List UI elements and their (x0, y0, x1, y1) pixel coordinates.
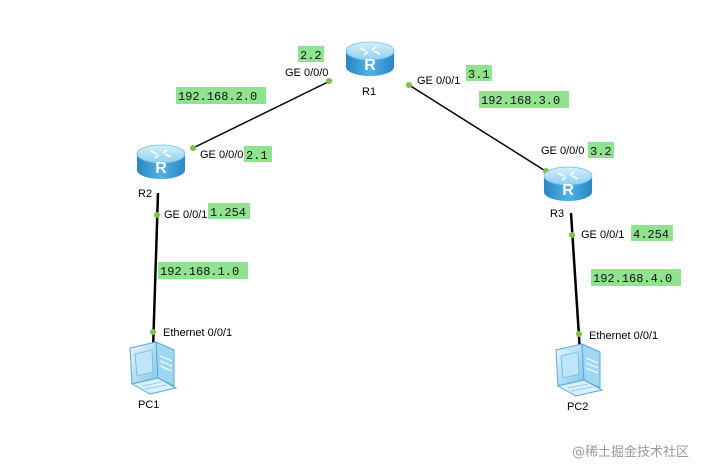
interface-label-r2-ge001: GE 0/0/1 (164, 209, 207, 221)
port-dots (150, 78, 582, 337)
port-dot-pc1-eth[interactable] (150, 329, 156, 335)
pc-pc1[interactable] (129, 341, 178, 395)
pc-icon (129, 341, 178, 395)
device-label-r1: R1 (362, 86, 376, 98)
interface-label-r1-ge001: GE 0/0/1 (417, 75, 460, 87)
address-label-r1-left: 2.2 (298, 46, 324, 63)
interface-label-pc1-eth: Ethernet 0/0/1 (163, 327, 232, 339)
svg-text:192.168.1.0: 192.168.1.0 (160, 265, 239, 279)
interface-label-pc2-eth: Ethernet 0/0/1 (589, 330, 658, 342)
svg-text:192.168.4.0: 192.168.4.0 (593, 272, 672, 286)
device-label-pc1: PC1 (138, 399, 159, 411)
interface-label-r3-ge000: GE 0/0/0 (541, 145, 584, 157)
interface-label-r1-ge000: GE 0/0/0 (285, 67, 328, 79)
device-label-pc2: PC2 (567, 401, 588, 413)
router-icon: R (543, 166, 593, 201)
port-dot-r1-ge000[interactable] (326, 78, 332, 84)
svg-text:3.2: 3.2 (590, 145, 612, 159)
router-glyph: R (155, 160, 167, 177)
svg-text:4.254: 4.254 (633, 228, 669, 242)
svg-text:3.1: 3.1 (468, 68, 490, 82)
link-r1-r3 (408, 84, 548, 173)
address-label-r2-down: 1.254 (208, 203, 250, 220)
device-label-r3: R3 (550, 208, 564, 220)
link-r2-pc1 (151, 192, 160, 351)
network-label-r1-r3: 192.168.3.0 (479, 91, 569, 108)
router-icon: R (345, 41, 395, 76)
network-label-r3-pc2: 192.168.4.0 (591, 269, 681, 286)
svg-text:2.2: 2.2 (300, 49, 322, 63)
network-label-r1-r2: 192.168.2.0 (176, 87, 266, 104)
watermark-text: @稀土掘金技术社区 (572, 444, 689, 460)
device-label-r2: R2 (138, 188, 152, 200)
port-dot-r3-ge001[interactable] (569, 232, 575, 238)
router-glyph: R (562, 182, 574, 199)
router-r1[interactable]: R (345, 41, 395, 76)
svg-text:2.1: 2.1 (246, 149, 268, 163)
address-label-r2-up: 2.1 (244, 146, 272, 163)
address-label-r3-down: 4.254 (631, 225, 673, 242)
router-icon: R (136, 144, 186, 179)
interface-label-r3-ge001: GE 0/0/1 (581, 229, 624, 241)
pc-icon (555, 343, 604, 397)
port-dot-r2-ge000[interactable] (190, 145, 196, 151)
router-r3[interactable]: R (543, 166, 593, 201)
port-dot-r2-ge001[interactable] (154, 212, 160, 218)
interface-label-r2-ge000: GE 0/0/0 (200, 149, 243, 161)
svg-text:1.254: 1.254 (210, 206, 246, 220)
svg-text:192.168.3.0: 192.168.3.0 (481, 94, 560, 108)
link-r1-r2 (190, 79, 333, 150)
router-glyph: R (364, 57, 376, 74)
port-dot-r1-ge001[interactable] (406, 82, 412, 88)
svg-text:192.168.2.0: 192.168.2.0 (178, 90, 257, 104)
port-dot-pc2-eth[interactable] (576, 331, 582, 337)
network-label-r2-pc1: 192.168.1.0 (158, 262, 248, 279)
address-label-r3-up: 3.2 (588, 142, 614, 159)
pc-pc2[interactable] (555, 343, 604, 397)
router-r2[interactable]: R (136, 144, 186, 179)
address-label-r1-right: 3.1 (466, 65, 492, 82)
